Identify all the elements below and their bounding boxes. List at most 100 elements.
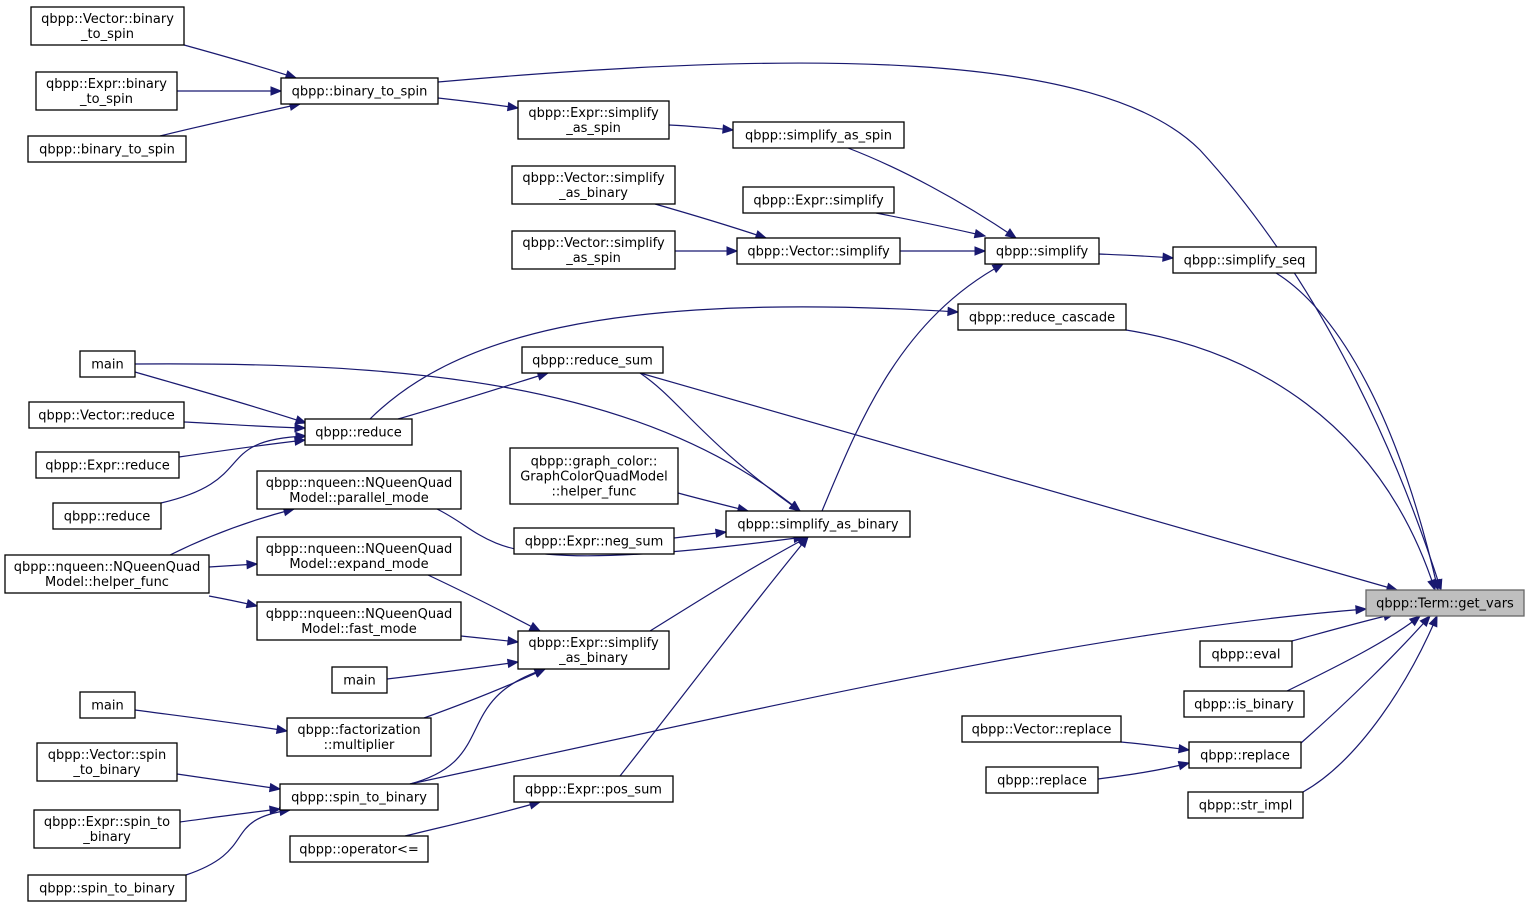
- node-label: qbpp::Vector::replace: [972, 723, 1112, 738]
- node-expr_simplify[interactable]: qbpp::Expr::simplify: [742, 186, 895, 214]
- edge-line: [821, 263, 1004, 512]
- node-replace_leaf[interactable]: qbpp::replace: [985, 766, 1099, 794]
- call-edge-replace-to-get_vars: [1300, 614, 1431, 744]
- node-label: Model::expand_mode: [289, 557, 428, 572]
- node-vec_sasp[interactable]: qbpp::Vector::simplify_as_spin: [511, 230, 676, 270]
- arrow-head-icon: [269, 805, 282, 815]
- node-fact_mult[interactable]: qbpp::factorization::multiplier: [286, 717, 432, 757]
- node-nq_helper[interactable]: qbpp::nqueen::NQueenQuadModel::helper_fu…: [4, 554, 210, 594]
- call-edge-reduce_sum-to-get_vars: [639, 372, 1399, 592]
- edge-line: [1291, 613, 1395, 642]
- node-label: Model::fast_mode: [301, 622, 417, 637]
- call-edge-b2s_leaf-to-b2s: [159, 101, 302, 137]
- call-edge-nq_helper-to-nq_fast: [208, 595, 259, 609]
- node-is_binary[interactable]: qbpp::is_binary: [1183, 690, 1305, 718]
- node-label: _as_binary: [558, 651, 628, 666]
- call-edge-sas-to-simplify: [847, 147, 1018, 239]
- node-label: qbpp::is_binary: [1194, 698, 1294, 713]
- call-edge-vec_reduce-to-reduce: [183, 421, 307, 433]
- node-gc_helper[interactable]: qbpp::graph_color::GraphColorQuadModel::…: [509, 447, 679, 505]
- node-neg_sum[interactable]: qbpp::Expr::neg_sum: [513, 527, 675, 555]
- node-expr_b2s[interactable]: qbpp::Expr::binary_to_spin: [35, 71, 178, 111]
- node-label: qbpp::replace: [997, 774, 1087, 789]
- node-expr_sab[interactable]: qbpp::Expr::simplify_as_binary: [517, 630, 670, 670]
- node-eval[interactable]: qbpp::eval: [1199, 640, 1293, 668]
- node-label: _to_binary: [72, 763, 140, 778]
- node-pos_sum[interactable]: qbpp::Expr::pos_sum: [513, 775, 674, 803]
- call-nodes: qbpp::Term::get_vars qbpp::Vector::binary…: [4, 6, 1525, 902]
- edge-line: [178, 439, 306, 458]
- edge-line: [160, 435, 307, 504]
- arrow-head-icon: [294, 415, 308, 425]
- node-s2b_leaf[interactable]: qbpp::spin_to_binary: [27, 874, 187, 902]
- call-edge-vec_simplify-to-simplify: [900, 246, 987, 256]
- node-box: [280, 77, 439, 105]
- node-vec_reduce[interactable]: qbpp::Vector::reduce: [28, 401, 185, 429]
- node-expr_s2b[interactable]: qbpp::Expr::spin_to_binary: [33, 809, 181, 849]
- node-vec_replace[interactable]: qbpp::Vector::replace: [961, 715, 1122, 743]
- arrow-head-icon: [270, 86, 283, 96]
- edge-line: [847, 147, 1017, 239]
- node-b2s[interactable]: qbpp::binary_to_spin: [280, 77, 439, 105]
- node-replace[interactable]: qbpp::replace: [1188, 741, 1302, 769]
- node-label: qbpp::simplify: [996, 245, 1089, 260]
- node-label: main: [91, 699, 123, 714]
- node-reduce_leaf[interactable]: qbpp::reduce: [52, 502, 162, 530]
- node-main3[interactable]: main: [79, 691, 136, 719]
- node-nq_expand[interactable]: qbpp::nqueen::NQueenQuadModel::expand_mo…: [256, 536, 462, 576]
- call-edge-b2s-to-get_vars: [437, 62, 1443, 592]
- node-main1[interactable]: main: [79, 350, 136, 378]
- call-edge-gc_helper-to-sab: [677, 492, 750, 514]
- edge-line: [386, 661, 519, 680]
- call-edge-expr_simplify-to-simplify: [875, 212, 987, 239]
- arrow-head-icon: [506, 101, 520, 112]
- node-box: [732, 121, 905, 149]
- node-label: qbpp::graph_color::: [531, 455, 658, 470]
- node-vec_sab[interactable]: qbpp::Vector::simplify_as_binary: [511, 165, 676, 205]
- node-s2b[interactable]: qbpp::spin_to_binary: [279, 783, 439, 811]
- node-get_vars[interactable]: qbpp::Term::get_vars: [1365, 589, 1525, 617]
- edge-line: [423, 668, 546, 719]
- node-vec_b2s[interactable]: qbpp::Vector::binary_to_spin: [30, 6, 185, 46]
- node-simplify[interactable]: qbpp::simplify: [984, 237, 1100, 265]
- node-expr_sas[interactable]: qbpp::Expr::simplify_as_spin: [517, 100, 670, 140]
- node-op_le[interactable]: qbpp::operator<=: [289, 835, 429, 863]
- node-box: [30, 6, 185, 46]
- node-nq_parallel[interactable]: qbpp::nqueen::NQueenQuadModel::parallel_…: [256, 470, 462, 510]
- edge-line: [619, 536, 809, 777]
- node-reduce_cascade[interactable]: qbpp::reduce_cascade: [957, 303, 1127, 331]
- node-label: qbpp::Vector::binary: [41, 12, 174, 27]
- call-edge-reduce-to-reduce_cascade: [369, 306, 960, 420]
- edge-line: [1286, 615, 1421, 692]
- node-reduce_sum[interactable]: qbpp::reduce_sum: [521, 346, 664, 374]
- arrow-head-icon: [294, 423, 307, 433]
- node-label: _binary: [82, 830, 131, 845]
- edge-line: [677, 492, 749, 512]
- node-b2s_leaf[interactable]: qbpp::binary_to_spin: [27, 135, 187, 163]
- node-box: [256, 470, 462, 510]
- node-sab[interactable]: qbpp::simplify_as_binary: [725, 510, 911, 538]
- node-str_impl[interactable]: qbpp::str_impl: [1187, 791, 1304, 819]
- node-simplify_seq[interactable]: qbpp::simplify_seq: [1172, 246, 1317, 274]
- node-vec_s2b[interactable]: qbpp::Vector::spin_to_binary: [36, 742, 178, 782]
- edge-line: [1097, 762, 1190, 780]
- arrow-head-icon: [275, 724, 289, 735]
- call-edge-reduce_leaf-to-reduce: [160, 431, 308, 504]
- node-main2[interactable]: main: [331, 666, 388, 694]
- node-box: [517, 630, 670, 670]
- node-label: qbpp::simplify_seq: [1184, 254, 1306, 269]
- node-expr_reduce[interactable]: qbpp::Expr::reduce: [35, 451, 180, 479]
- node-label: qbpp::Term::get_vars: [1376, 597, 1514, 612]
- node-vec_simplify[interactable]: qbpp::Vector::simplify: [736, 237, 901, 265]
- node-reduce[interactable]: qbpp::reduce: [304, 418, 413, 446]
- node-box: [1188, 741, 1302, 769]
- edge-line: [159, 103, 301, 137]
- node-label: qbpp::Vector::spin: [48, 748, 167, 763]
- node-label: _to_spin: [80, 27, 134, 42]
- node-box: [521, 346, 664, 374]
- node-box: [27, 874, 187, 902]
- arrow-head-icon: [1408, 615, 1422, 627]
- node-label: qbpp::reduce: [315, 426, 401, 441]
- node-sas[interactable]: qbpp::simplify_as_spin: [732, 121, 905, 149]
